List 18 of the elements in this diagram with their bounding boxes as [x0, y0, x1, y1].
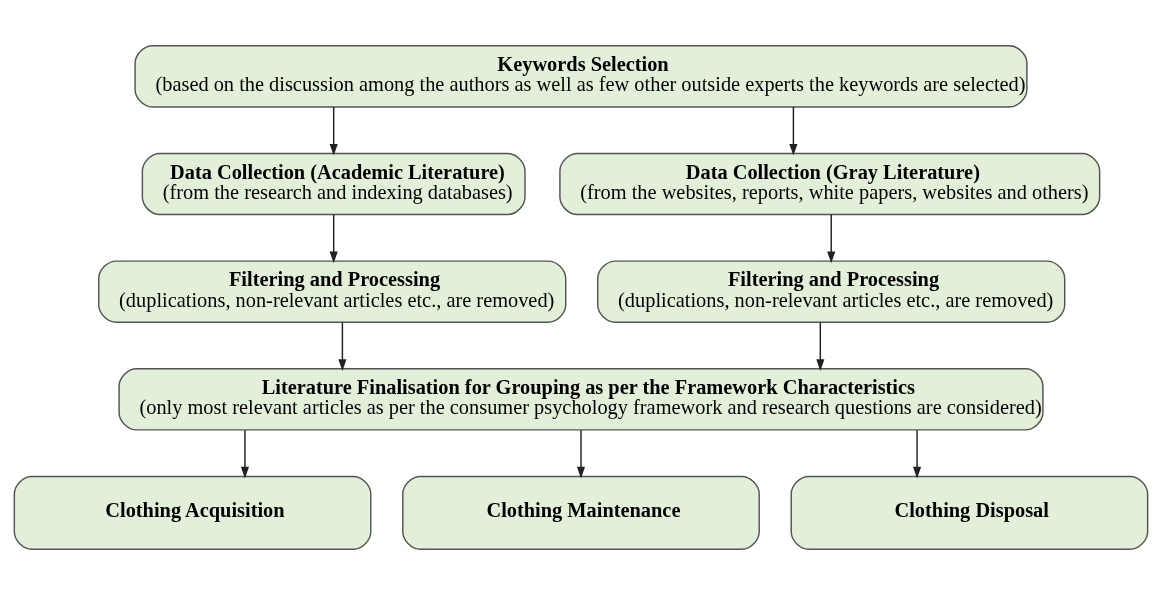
- node-box: Data Collection (Academic Literature) (from the research and indexing databases): [141, 152, 526, 215]
- arrow: [329, 105, 338, 156]
- node-box: Clothing Disposal: [790, 475, 1149, 550]
- node-box: Literature Finalisation for Grouping as per the Framework Characteristics (only most relevant articles as per the consumer psychology framework and research questions are considered): [118, 367, 1044, 431]
- arrow: [827, 213, 836, 263]
- node-box: Data Collection (Gray Literature) (from the websites, reports, white papers, websites and others): [559, 152, 1101, 215]
- arrow: [912, 429, 922, 478]
- arrow: [240, 429, 250, 478]
- arrow: [338, 321, 347, 371]
- arrow: [789, 105, 798, 156]
- node-box: Filtering and Processing (duplications, non-relevant articles etc., are removed): [597, 259, 1066, 323]
- arrow: [576, 429, 586, 478]
- node-box: Clothing Acquisition: [13, 475, 372, 550]
- arrow: [816, 321, 825, 371]
- arrow: [329, 213, 338, 263]
- node-box: Keywords Selection (based on the discussion among the authors as well as few other outside experts the keywords are selected): [134, 44, 1028, 108]
- node-box: Clothing Maintenance: [402, 475, 760, 550]
- node-box: Filtering and Processing (duplications, non-relevant articles etc., are removed): [98, 259, 567, 323]
